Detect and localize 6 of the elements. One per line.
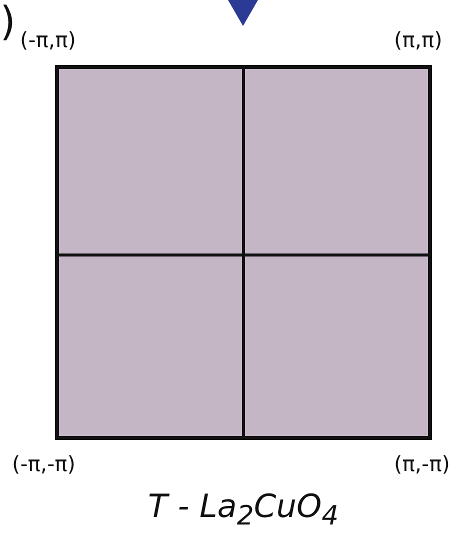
- corner-coordinate: (-π,-π): [12, 454, 76, 475]
- panel-letter: ): [0, 2, 16, 42]
- corner-coordinate: (π,-π): [394, 454, 450, 475]
- corner-coordinate: (π,π): [394, 30, 442, 51]
- compound-caption: T - La$_{2}$CuO$_{4}$: [148, 490, 339, 530]
- corner-coordinate: (-π,π): [20, 30, 76, 51]
